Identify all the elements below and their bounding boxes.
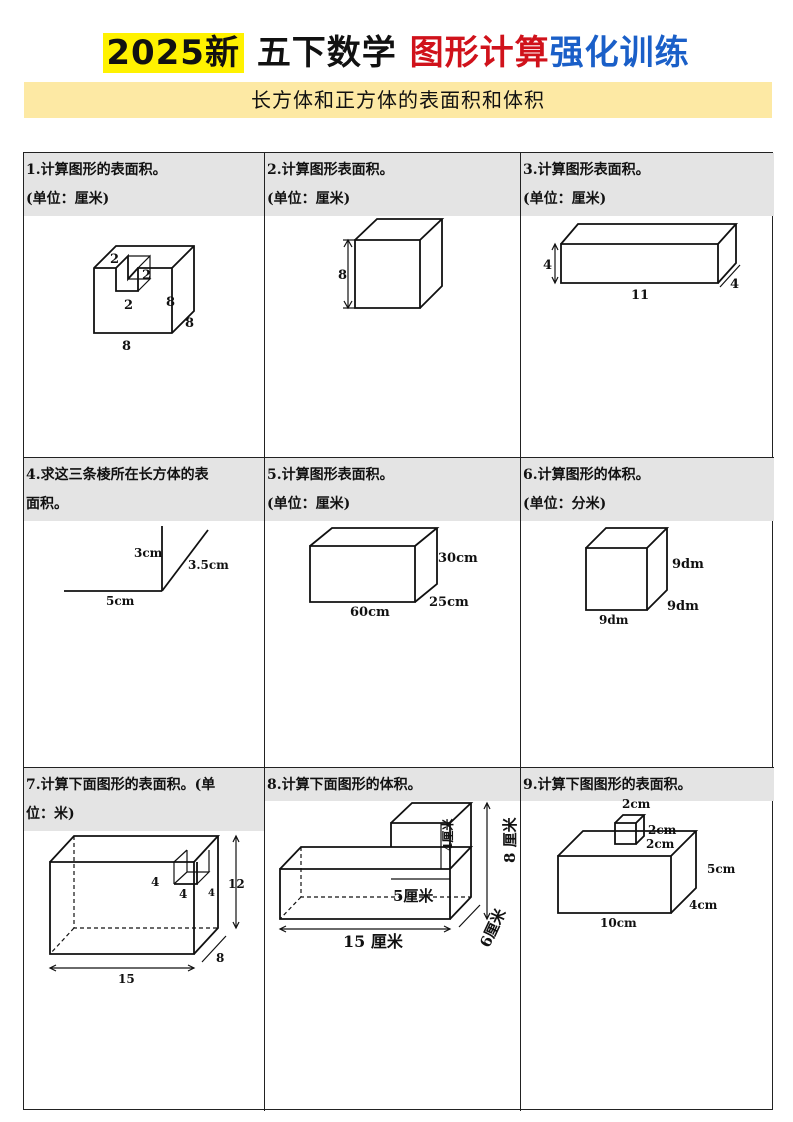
figure-5-label: 30cm: [438, 551, 478, 566]
question-text-continued: 面积。: [26, 490, 264, 519]
figure-1-label: 8: [185, 316, 194, 331]
page-title: 2025新 五下数学 图形计算强化训练: [0, 30, 793, 76]
figure-3-label: 4: [730, 277, 739, 292]
figure-9-label: 4cm: [689, 898, 718, 912]
question-text: 计算下面图形的体积。: [281, 777, 422, 793]
question-1: 1.计算图形的表面积。 (单位：厘米) 2 2 2 8 8 8: [24, 153, 265, 458]
figure-7-label: 15: [118, 972, 135, 986]
question-number: 6.: [523, 467, 538, 483]
question-7-header: 7.计算下面图形的表面积。(单 位：米): [24, 768, 264, 831]
figure-8-label: 5厘米: [393, 887, 434, 905]
question-6: 6.计算图形的体积。 (单位：分米) 9dm 9dm 9dm: [521, 458, 774, 768]
question-number: 4.: [26, 467, 41, 483]
figure-1-label: 2: [110, 252, 119, 267]
question-9: 9.计算下图图形的表面积。 2cm 2cm 2cm 5cm 4cm 10cm: [521, 768, 774, 1111]
question-4-header: 4.求这三条棱所在长方体的表 面积。: [24, 458, 264, 521]
question-number: 2.: [267, 162, 282, 178]
question-grid: 1.计算图形的表面积。 (单位：厘米) 2 2 2 8 8 8 2.计算图形表面…: [23, 152, 774, 1111]
question-9-header: 9.计算下图图形的表面积。: [521, 768, 774, 801]
figure-7-cuboid-with-recess: 12 4 4 4 15 8: [48, 834, 245, 986]
figure-7-label: 12: [228, 877, 245, 891]
figure-7-label: 4: [151, 875, 159, 889]
figure-2-label: 8: [338, 268, 347, 283]
title-topic-red: 图形计算: [409, 33, 550, 73]
question-number: 7.: [26, 777, 41, 793]
question-text: 求这三条棱所在长方体的表: [40, 467, 209, 483]
figure-1-label: 2: [142, 268, 151, 283]
figure-6-cube: 9dm 9dm 9dm: [585, 527, 704, 627]
question-3: 3.计算图形表面积。 (单位：厘米) 4 11 4: [521, 153, 774, 458]
question-text: 计算下图图形的表面积。: [537, 777, 692, 793]
figure-8-label: 15 厘米: [343, 932, 404, 951]
question-4: 4.求这三条棱所在长方体的表 面积。 3cm 3.5cm 5cm: [24, 458, 265, 768]
title-year-tag: 2025新: [103, 33, 244, 73]
question-6-header: 6.计算图形的体积。 (单位：分米): [521, 458, 774, 521]
figure-4-label: 3cm: [134, 546, 163, 560]
figure-5-label: 60cm: [350, 605, 390, 620]
question-number: 5.: [267, 467, 282, 483]
figure-3-label: 4: [543, 258, 552, 273]
question-number: 8.: [267, 777, 282, 793]
figure-9-cuboid-with-cube: 2cm 2cm 2cm 5cm 4cm 10cm: [557, 797, 736, 930]
figure-4-label: 5cm: [106, 594, 135, 608]
question-text: 计算图形表面积。: [281, 467, 394, 483]
question-2-header: 2.计算图形表面积。 (单位：厘米): [265, 153, 520, 216]
page-subtitle: 长方体和正方体的表面积和体积: [24, 82, 772, 118]
question-text-continued: 位：米): [26, 806, 75, 822]
question-8: 8.计算下面图形的体积。 8 厘米 4厘米 5厘米 15 厘米 6厘米: [265, 768, 521, 1111]
figure-9-label: 2cm: [648, 823, 677, 837]
figure-3-label: 11: [631, 288, 649, 303]
question-number: 1.: [26, 162, 41, 178]
figure-4-three-edges: 3cm 3.5cm 5cm: [64, 526, 229, 608]
figure-1-label: 2: [124, 298, 133, 313]
question-unit: (单位：分米): [523, 496, 607, 512]
figure-2-cube: 8: [338, 218, 445, 310]
question-text: 计算图形表面积。: [537, 162, 650, 178]
question-7: 7.计算下面图形的表面积。(单 位：米) 12 4 4 4 15 8: [24, 768, 265, 1111]
figure-9-label: 5cm: [707, 862, 736, 876]
figure-7-label: 4: [179, 887, 187, 901]
question-1-header: 1.计算图形的表面积。 (单位：厘米): [24, 153, 264, 216]
question-2: 2.计算图形表面积。 (单位：厘米) 8: [265, 153, 521, 458]
figure-8-label: 8 厘米: [501, 816, 519, 863]
figure-6-label: 9dm: [599, 613, 629, 627]
question-text: 计算图形表面积。: [281, 162, 394, 178]
figure-6-label: 9dm: [672, 557, 704, 572]
figure-9-label: 2cm: [646, 837, 675, 851]
figure-5-label: 25cm: [429, 595, 469, 610]
question-unit: (单位：厘米): [523, 191, 607, 207]
figure-7-label: 4: [208, 888, 215, 899]
question-text: 计算下面图形的表面积。(单: [40, 777, 216, 793]
question-text: 计算图形的体积。: [537, 467, 650, 483]
figure-8-label: 6厘米: [476, 905, 510, 950]
figure-6-label: 9dm: [667, 599, 699, 614]
question-unit: (单位：厘米): [267, 496, 351, 512]
question-text: 计算图形的表面积。: [40, 162, 167, 178]
question-8-header: 8.计算下面图形的体积。: [265, 768, 520, 801]
question-unit: (单位：厘米): [26, 191, 110, 207]
figure-7-label: 8: [216, 951, 224, 965]
figure-8-composite-cuboid: 8 厘米 4厘米 5厘米 15 厘米 6厘米: [278, 801, 519, 951]
figure-8-label: 4厘米: [440, 818, 455, 851]
title-topic-blue: 强化训练: [549, 33, 690, 73]
question-5-header: 5.计算图形表面积。 (单位：厘米): [265, 458, 520, 521]
question-5: 5.计算图形表面积。 (单位：厘米) 30cm 25cm 60cm: [265, 458, 521, 768]
figure-5-cuboid: 30cm 25cm 60cm: [309, 527, 478, 620]
question-unit: (单位：厘米): [267, 191, 351, 207]
figure-9-label: 10cm: [600, 916, 637, 930]
figure-1-label: 8: [122, 339, 131, 354]
figure-1-notched-cube: 2 2 2 8 8 8: [93, 245, 195, 354]
question-3-header: 3.计算图形表面积。 (单位：厘米): [521, 153, 774, 216]
figure-3-cuboid: 4 11 4: [543, 223, 741, 303]
figure-4-label: 3.5cm: [188, 558, 229, 572]
title-grade-subject: 五下数学: [256, 33, 397, 73]
figure-1-label: 8: [166, 295, 175, 310]
figure-9-label: 2cm: [622, 797, 651, 811]
question-number: 9.: [523, 777, 538, 793]
question-number: 3.: [523, 162, 538, 178]
